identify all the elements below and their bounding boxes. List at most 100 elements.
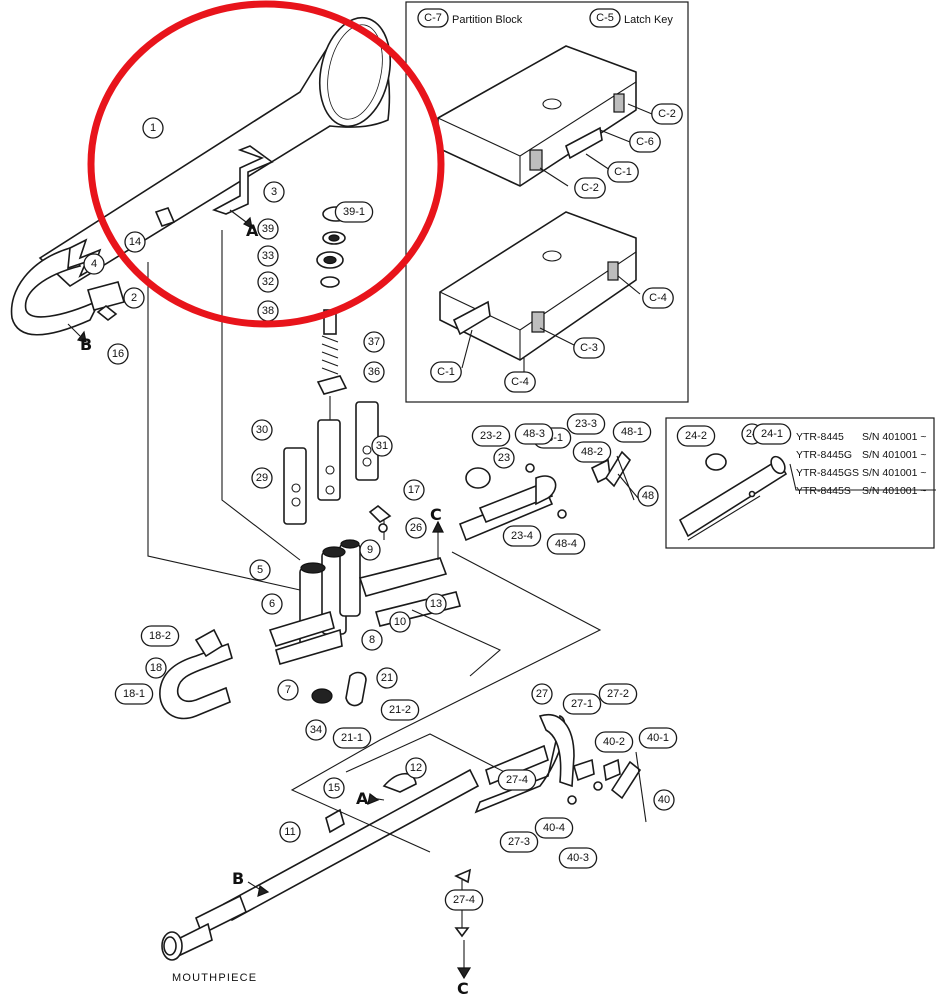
part-callout-27: 27 [531, 683, 553, 705]
inset-callout-24-2: 24-2 [676, 425, 716, 447]
svg-text:40-3: 40-3 [567, 852, 589, 864]
svg-text:7: 7 [285, 684, 291, 696]
letter-C-mid: C [430, 505, 442, 524]
part-callout-18-2: 18-2 [140, 625, 180, 647]
svg-text:15: 15 [328, 782, 340, 794]
svg-text:12: 12 [410, 762, 422, 774]
part-callout-23-3: 23-3 [566, 413, 606, 435]
legend-code-latch: C-5 [596, 12, 614, 24]
model-0: YTR-8445 [796, 431, 844, 443]
svg-text:C-3: C-3 [580, 342, 598, 354]
svg-text:4: 4 [91, 258, 97, 270]
case-panel [405, 1, 689, 403]
svg-text:40-1: 40-1 [647, 732, 669, 744]
case-bottom [439, 211, 637, 361]
svg-text:6: 6 [269, 598, 275, 610]
svg-text:21-1: 21-1 [341, 732, 363, 744]
svg-text:16: 16 [112, 348, 124, 360]
third-valve-slide [159, 628, 233, 720]
part-callout-17: 17 [403, 479, 425, 501]
svg-text:40-2: 40-2 [603, 736, 625, 748]
inset-callout-24-1: 24-1 [752, 423, 792, 445]
part-callout-29: 29 [251, 467, 273, 489]
lower-assembly [161, 714, 642, 961]
legend-code-partition: C-7 [424, 12, 442, 24]
svg-text:18-1: 18-1 [123, 688, 145, 700]
part-callout-21: 21 [376, 667, 398, 689]
svg-text:C-2: C-2 [658, 108, 676, 120]
case-callout-C-6: C-6 [629, 131, 661, 153]
case-top [437, 45, 637, 187]
svg-text:21: 21 [381, 672, 393, 684]
part-callout-23-2: 23-2 [471, 425, 511, 447]
svg-text:32: 32 [262, 276, 274, 288]
model-3: YTR-8445S [796, 485, 851, 497]
part-callout-40-2: 40-2 [594, 731, 634, 753]
part-callout-40: 40 [653, 789, 675, 811]
piston-valves [283, 401, 379, 525]
part-callout-33: 33 [257, 245, 279, 267]
part-callout-4: 4 [83, 253, 105, 275]
svg-text:C-2: C-2 [581, 182, 599, 194]
part-callout-37: 37 [363, 331, 385, 353]
svg-text:48-1: 48-1 [621, 426, 643, 438]
part-callout-10: 10 [389, 611, 411, 633]
part-callout-11: 11 [279, 821, 301, 843]
connector-letters: A B C A B C [67, 209, 472, 998]
svg-text:11: 11 [284, 826, 295, 838]
svg-text:C-1: C-1 [437, 366, 455, 378]
svg-text:38: 38 [262, 305, 274, 317]
case-callout-C-2: C-2 [651, 103, 683, 125]
svg-text:C-6: C-6 [636, 136, 654, 148]
part-callout-9: 9 [359, 539, 381, 561]
serial-2: S/N 401001 ~ [862, 467, 927, 479]
serial-1: S/N 401001 ~ [862, 449, 927, 461]
part-callout-8: 8 [361, 629, 383, 651]
part-callout-32: 32 [257, 271, 279, 293]
svg-text:48-2: 48-2 [581, 446, 603, 458]
part-callout-3: 3 [263, 181, 285, 203]
case-callout-C-2: C-2 [574, 177, 606, 199]
svg-text:27-4: 27-4 [506, 774, 528, 786]
part-callout-23: 23 [493, 447, 515, 469]
svg-text:24-1: 24-1 [761, 428, 783, 440]
case-callout-C-4: C-4 [642, 287, 674, 309]
legend-label-partition: Partition Block [452, 14, 523, 26]
svg-text:23: 23 [498, 452, 510, 464]
svg-text:48-4: 48-4 [555, 538, 577, 550]
case-callout-C-1: C-1 [607, 161, 639, 183]
svg-text:30: 30 [256, 424, 268, 436]
inset-panel [665, 417, 936, 549]
legend-label-latch: Latch Key [624, 14, 673, 26]
svg-text:23-2: 23-2 [480, 430, 502, 442]
svg-text:C-4: C-4 [511, 376, 529, 388]
svg-text:2: 2 [131, 292, 137, 304]
letter-A-top: A [246, 221, 259, 240]
svg-text:9: 9 [367, 544, 373, 556]
part-callout-26: 26 [405, 517, 427, 539]
svg-text:39: 39 [262, 223, 274, 235]
part-callout-31: 31 [371, 435, 393, 457]
mouthpiece-label: MOUTHPIECE [172, 972, 257, 984]
model-2: YTR-8445GS [796, 467, 859, 479]
svg-text:34: 34 [310, 724, 322, 736]
svg-text:27-3: 27-3 [508, 836, 530, 848]
svg-text:40-4: 40-4 [543, 822, 565, 834]
case-legend: C-7 Partition Block C-5 Latch Key [417, 8, 673, 28]
svg-text:39-1: 39-1 [343, 206, 365, 218]
part-callout-40-4: 40-4 [534, 817, 574, 839]
part-callout-7: 7 [277, 679, 299, 701]
part-callout-5: 5 [249, 559, 271, 581]
letter-B-left: B [80, 335, 92, 354]
letter-A-bottom: A [356, 789, 369, 808]
part-callout-40-3: 40-3 [558, 847, 598, 869]
svg-text:48-3: 48-3 [523, 428, 545, 440]
part-callout-48-4: 48-4 [546, 533, 586, 555]
svg-text:27: 27 [536, 688, 548, 700]
part-callout-27-3: 27-3 [499, 831, 539, 853]
svg-text:37: 37 [368, 336, 380, 348]
svg-text:18: 18 [150, 662, 162, 674]
serial-0: S/N 401001 ~ [862, 431, 927, 443]
